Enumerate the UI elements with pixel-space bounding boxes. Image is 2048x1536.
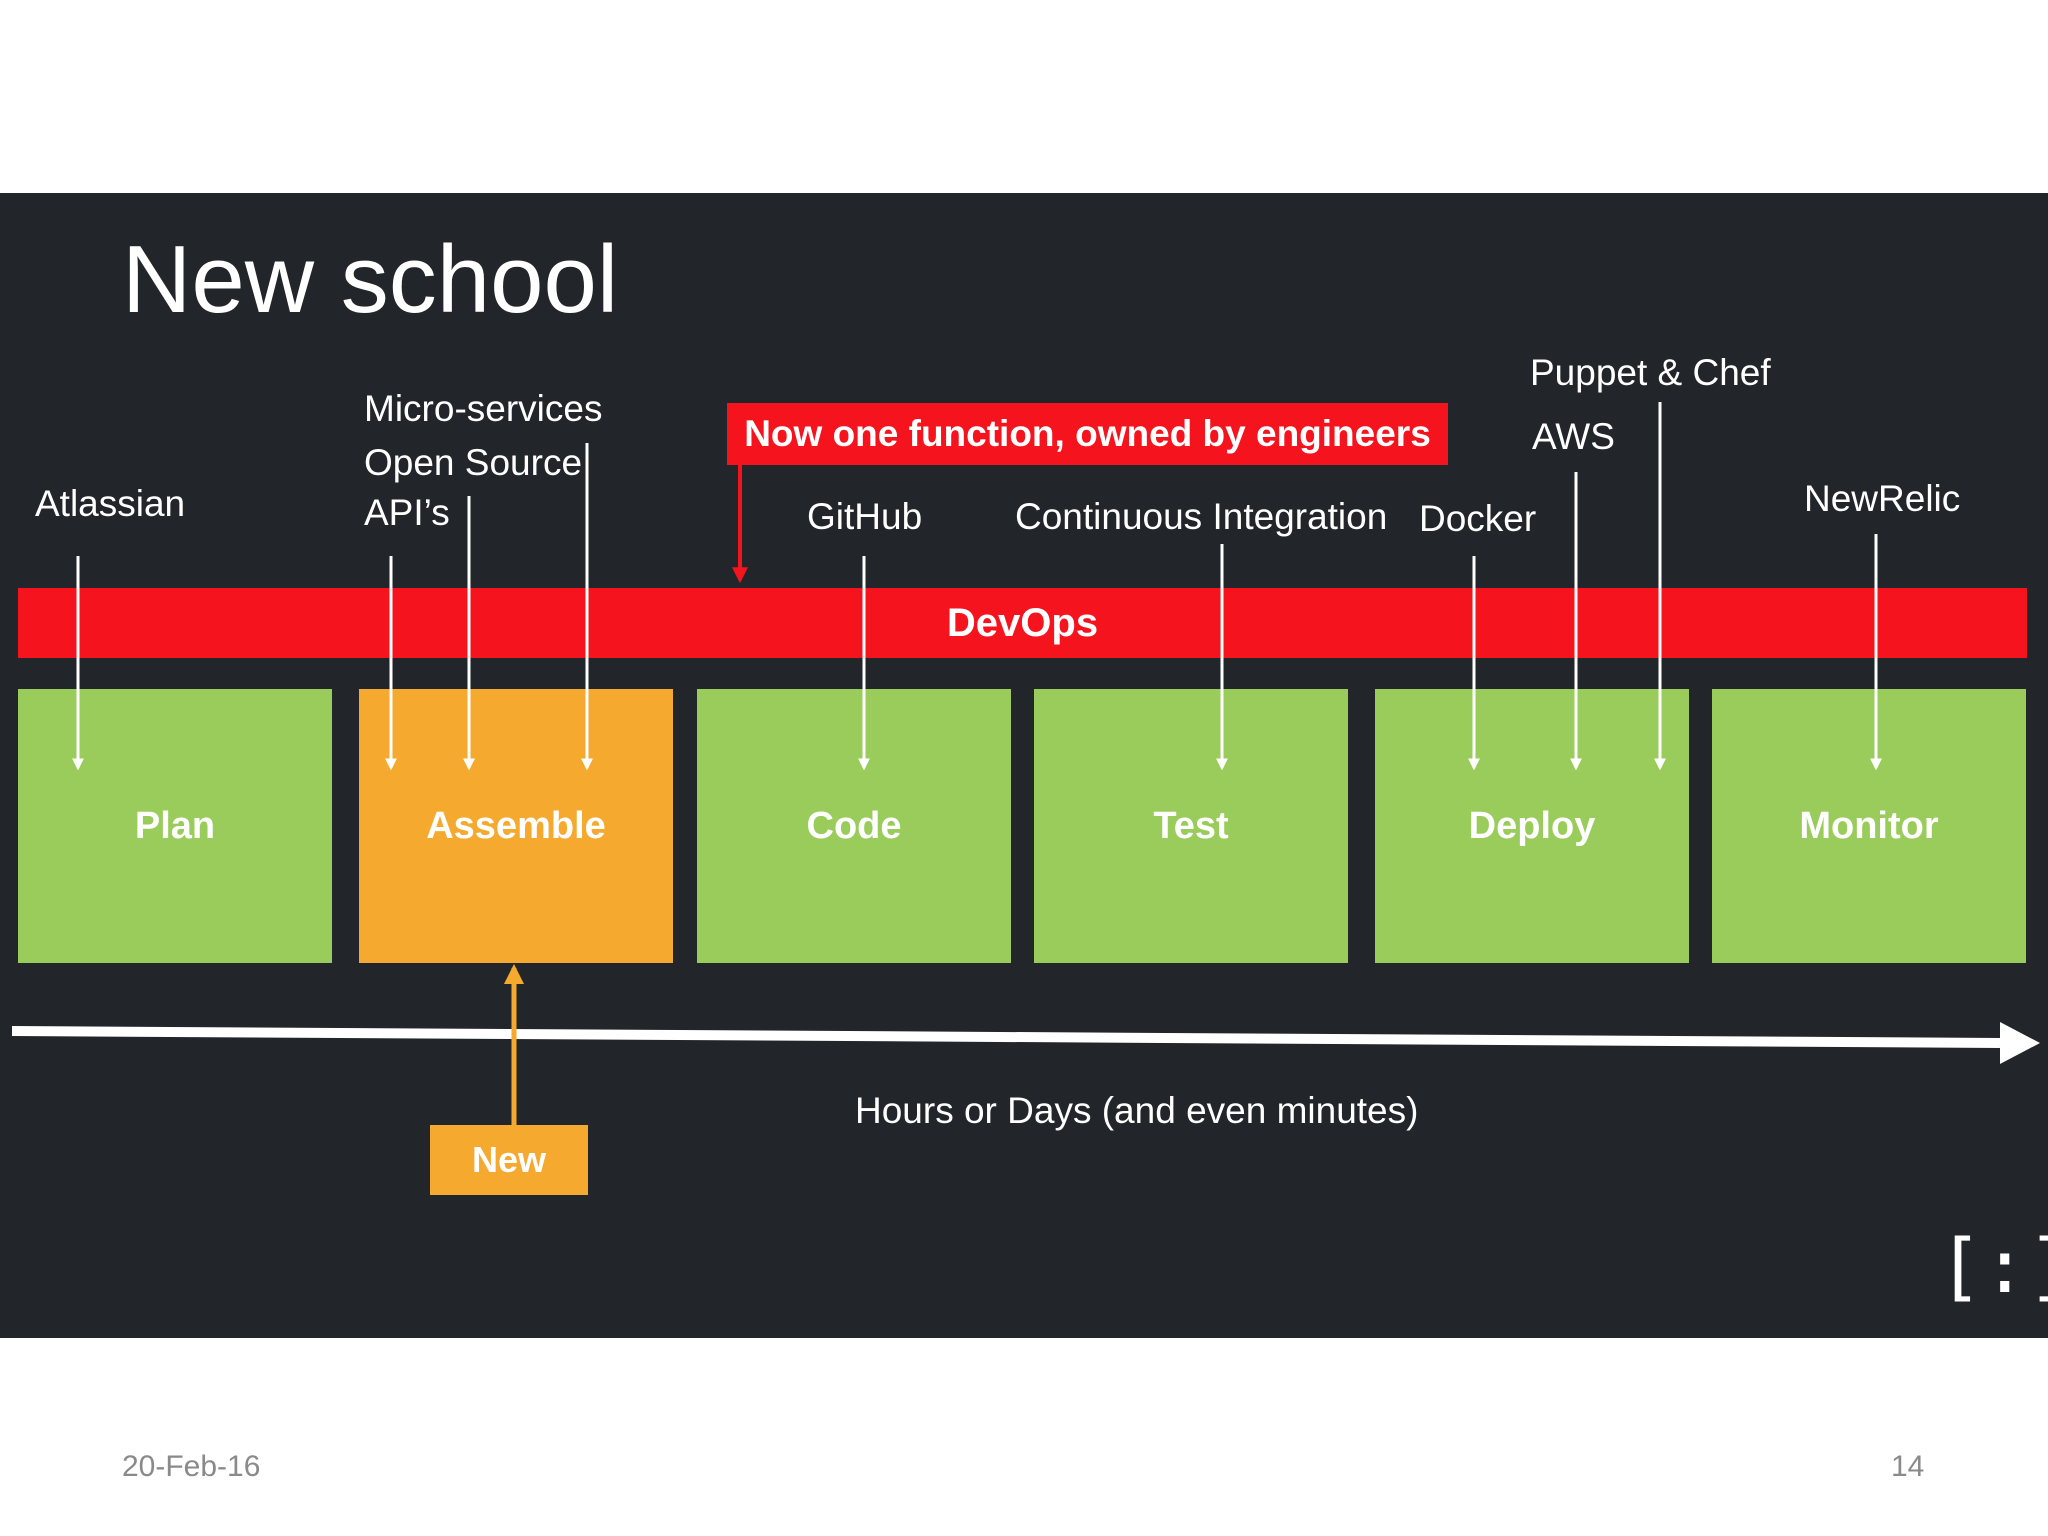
tool-label-atlassian: Atlassian xyxy=(35,483,186,524)
stage-deploy: Deploy xyxy=(1375,689,1689,963)
slide-title: New school xyxy=(122,226,619,333)
devops-band: DevOps xyxy=(18,588,2027,658)
timeline-label: Hours or Days (and even minutes) xyxy=(855,1090,1419,1131)
tool-label-docker: Docker xyxy=(1419,498,1537,539)
stage-plan: Plan xyxy=(18,689,332,963)
stage-monitor: Monitor xyxy=(1712,689,2026,963)
logo-icon: [:] xyxy=(1938,1224,2048,1310)
tool-label-apis: API’s xyxy=(364,492,450,533)
slide-panel xyxy=(0,193,2048,1338)
tool-label-puppet-chef: Puppet & Chef xyxy=(1530,352,1771,393)
footer-page-number: 14 xyxy=(1891,1450,1925,1483)
stage-code: Code xyxy=(697,689,1011,963)
tool-label-continuous-integration: Continuous Integration xyxy=(1015,496,1388,537)
tool-label-aws: AWS xyxy=(1532,416,1615,457)
stage-assemble: Assemble xyxy=(359,689,673,963)
tool-label-newrelic: NewRelic xyxy=(1804,478,1961,519)
new-label-box: New xyxy=(430,1125,588,1195)
tool-label-micro-services: Micro-services xyxy=(364,388,603,429)
stage-test: Test xyxy=(1034,689,1348,963)
callout-box: Now one function, owned by engineers xyxy=(727,403,1448,465)
tool-label-open-source: Open Source xyxy=(364,442,583,483)
tool-label-github: GitHub xyxy=(807,496,923,537)
footer-date: 20-Feb-16 xyxy=(122,1450,261,1483)
